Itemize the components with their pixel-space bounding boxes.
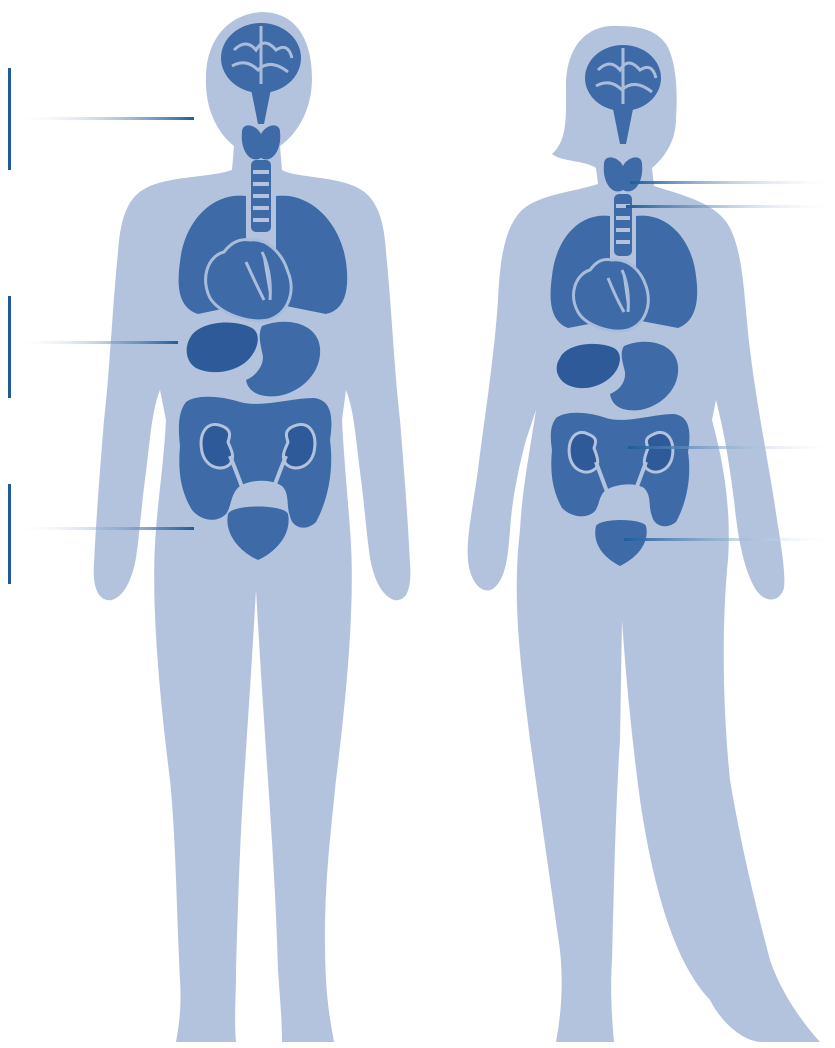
male-trachea [251, 160, 271, 232]
pelvis-bracket [8, 484, 11, 584]
abdomen-bracket [8, 296, 11, 398]
male-brain [221, 23, 301, 93]
head-neck-callout [8, 68, 194, 170]
trachea-leader-line [626, 205, 835, 208]
thyroid-leader-line [630, 181, 835, 184]
head-neck-bracket [8, 68, 11, 170]
kidney-leader-line [628, 446, 835, 449]
female-trachea [614, 194, 632, 256]
bladder-leader-line [624, 538, 835, 541]
female-figure [468, 26, 820, 1042]
pelvis-leader-line [12, 527, 194, 530]
abdomen-leader-line [12, 341, 178, 344]
head-neck-leader-line [12, 117, 194, 120]
female-brain [585, 45, 661, 111]
